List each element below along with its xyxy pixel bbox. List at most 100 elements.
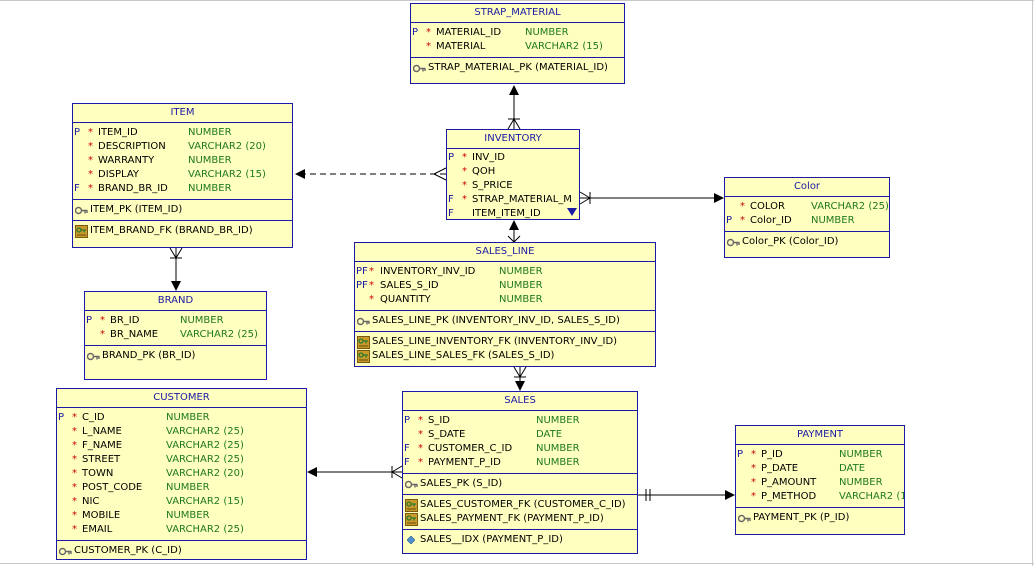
entity-title: ITEM [73,104,292,123]
column-name: ITEM_ID [98,127,138,138]
index-diamond-icon [407,536,415,544]
scroll-down-icon[interactable] [567,208,577,216]
column-row[interactable]: P * MATERIAL_ID NUMBER [411,26,624,40]
column-row[interactable]: * MOBILE NUMBER [57,509,306,523]
rel-inventory-strap-material[interactable] [507,85,521,130]
column-row[interactable]: * S_DATE DATE [403,428,637,442]
entity-sales[interactable]: SALES P * S_ID NUMBER * S_DATE DATE F * … [402,391,638,554]
column-name: S_PRICE [472,180,513,191]
column-row[interactable]: * TOWN VARCHAR2 (20) [57,467,306,481]
mandatory-marker: * [369,280,374,291]
column-row[interactable]: * NIC VARCHAR2 (15) [57,495,306,509]
pk-constraint[interactable]: PAYMENT_PK (P_ID) [736,511,904,525]
column-name: INV_ID [472,152,505,163]
column-row[interactable]: F ITEM_ITEM_ID [447,207,579,219]
column-row[interactable]: * P_AMOUNT NUMBER [736,476,904,490]
column-name: S_DATE [428,429,466,440]
column-row[interactable]: * POST_CODE NUMBER [57,481,306,495]
column-row[interactable]: * F_NAME VARCHAR2 (25) [57,439,306,453]
column-row[interactable]: * WARRANTY NUMBER [73,154,292,168]
column-row[interactable]: * DESCRIPTION VARCHAR2 (20) [73,140,292,154]
pk-constraint[interactable]: SALES_LINE_PK (INVENTORY_INV_ID, SALES_S… [355,314,655,328]
column-type: VARCHAR2 (20) [166,468,244,479]
pk-section: SALES_LINE_PK (INVENTORY_INV_ID, SALES_S… [355,311,655,332]
columns-section: P * BR_ID NUMBER * BR_NAME VARCHAR2 (25) [85,311,266,346]
entity-sales-line[interactable]: SALES_LINE PF * INVENTORY_INV_ID NUMBER … [354,242,656,367]
pk-constraint[interactable]: CUSTOMER_PK (C_ID) [57,544,306,558]
key-marker: PF [356,266,368,277]
rel-sales-line-sales[interactable] [513,366,527,391]
fk-constraint[interactable]: SALES_LINE_INVENTORY_FK (INVENTORY_INV_I… [355,335,655,349]
column-row[interactable]: * MATERIAL VARCHAR2 (15) [411,40,624,54]
entity-color[interactable]: Color * COLOR VARCHAR2 (25) P * Color_ID… [724,177,890,258]
index-constraint[interactable]: SALES__IDX (PAYMENT_P_ID) [403,533,637,547]
entity-item[interactable]: ITEM P * ITEM_ID NUMBER * DESCRIPTION VA… [72,103,293,248]
column-row[interactable]: P * P_ID NUMBER [736,448,904,462]
column-row[interactable]: PF * INVENTORY_INV_ID NUMBER [355,265,655,279]
column-name: CUSTOMER_C_ID [428,443,513,454]
column-row[interactable]: P * Color_ID NUMBER [725,214,889,228]
column-row[interactable]: F * CUSTOMER_C_ID NUMBER [403,442,637,456]
mandatory-marker: * [72,496,77,507]
pk-constraint[interactable]: ITEM_PK (ITEM_ID) [73,203,292,217]
column-row[interactable]: * QUANTITY NUMBER [355,293,655,307]
column-name: P_AMOUNT [761,477,817,488]
rel-sales-customer[interactable] [307,465,403,479]
column-row[interactable]: P * BR_ID NUMBER [85,314,266,328]
column-row[interactable]: PF * SALES_S_ID NUMBER [355,279,655,293]
column-row[interactable]: * COLOR VARCHAR2 (25) [725,200,889,214]
column-name: P_DATE [761,463,799,474]
entity-strap-material[interactable]: STRAP_MATERIAL P * MATERIAL_ID NUMBER * … [410,3,625,84]
mandatory-marker: * [418,443,423,454]
column-row[interactable]: * STREET VARCHAR2 (25) [57,453,306,467]
mandatory-marker: * [740,201,745,212]
column-row[interactable]: P * INV_ID [447,151,579,165]
pk-constraint[interactable]: Color_PK (Color_ID) [725,235,889,249]
entity-payment[interactable]: PAYMENT P * P_ID NUMBER * P_DATE DATE * … [735,425,905,535]
column-row[interactable]: F * BRAND_BR_ID NUMBER [73,182,292,196]
rel-inventory-item[interactable] [295,167,447,181]
fk-constraint[interactable]: SALES_PAYMENT_FK (PAYMENT_P_ID) [403,512,637,526]
column-row[interactable]: * DISPLAY VARCHAR2 (15) [73,168,292,182]
key-marker: P [412,27,419,38]
column-row[interactable]: P * C_ID NUMBER [57,411,306,425]
column-row[interactable]: F * PAYMENT_P_ID NUMBER [403,456,637,470]
column-name: F_NAME [82,440,123,451]
pk-constraint[interactable]: STRAP_MATERIAL_PK (MATERIAL_ID) [411,61,624,75]
column-name: C_ID [82,412,105,423]
key-marker: P [58,412,65,423]
entity-inventory[interactable]: INVENTORY P * INV_ID * QOH * S_PRICE F *… [446,129,580,220]
entity-customer[interactable]: CUSTOMER P * C_ID NUMBER * L_NAME VARCHA… [56,388,307,560]
column-row[interactable]: * BR_NAME VARCHAR2 (25) [85,328,266,342]
entity-brand[interactable]: BRAND P * BR_ID NUMBER * BR_NAME VARCHAR… [84,291,267,380]
pk-constraint[interactable]: BRAND_PK (BR_ID) [85,349,266,363]
column-row[interactable]: P * S_ID NUMBER [403,414,637,428]
canvas-bottom-border [0,563,1034,564]
fk-constraint[interactable]: SALES_LINE_SALES_FK (SALES_S_ID) [355,349,655,363]
column-row[interactable]: * QOH [447,165,579,179]
column-type: DATE [536,429,563,440]
fk-constraint[interactable]: SALES_CUSTOMER_FK (CUSTOMER_C_ID) [403,498,637,512]
rel-sales-line-inventory[interactable] [507,220,521,243]
pk-name: Color_PK (Color_ID) [742,236,839,247]
column-type: NUMBER [536,415,580,426]
rel-item-brand[interactable] [169,247,183,291]
rel-sales-payment[interactable] [638,489,735,501]
column-row[interactable]: * S_PRICE [447,179,579,193]
rel-inventory-color[interactable] [579,191,724,205]
column-name: QUANTITY [380,294,431,305]
column-row[interactable]: F * STRAP_MATERIAL_M [447,193,579,207]
column-row[interactable]: * P_METHOD VARCHAR2 (1 [736,490,904,504]
column-type: NUMBER [166,412,210,423]
column-type: DATE [839,463,866,474]
fk-constraint[interactable]: ITEM_BRAND_FK (BRAND_BR_ID) [73,224,292,238]
key-marker: PF [356,280,368,291]
pk-constraint[interactable]: SALES_PK (S_ID) [403,477,637,491]
column-row[interactable]: P * ITEM_ID NUMBER [73,126,292,140]
pk-name: CUSTOMER_PK (C_ID) [74,545,182,556]
mandatory-marker: * [369,294,374,305]
mandatory-marker: * [72,440,77,451]
column-row[interactable]: * L_NAME VARCHAR2 (25) [57,425,306,439]
column-row[interactable]: * EMAIL VARCHAR2 (25) [57,523,306,537]
column-row[interactable]: * P_DATE DATE [736,462,904,476]
